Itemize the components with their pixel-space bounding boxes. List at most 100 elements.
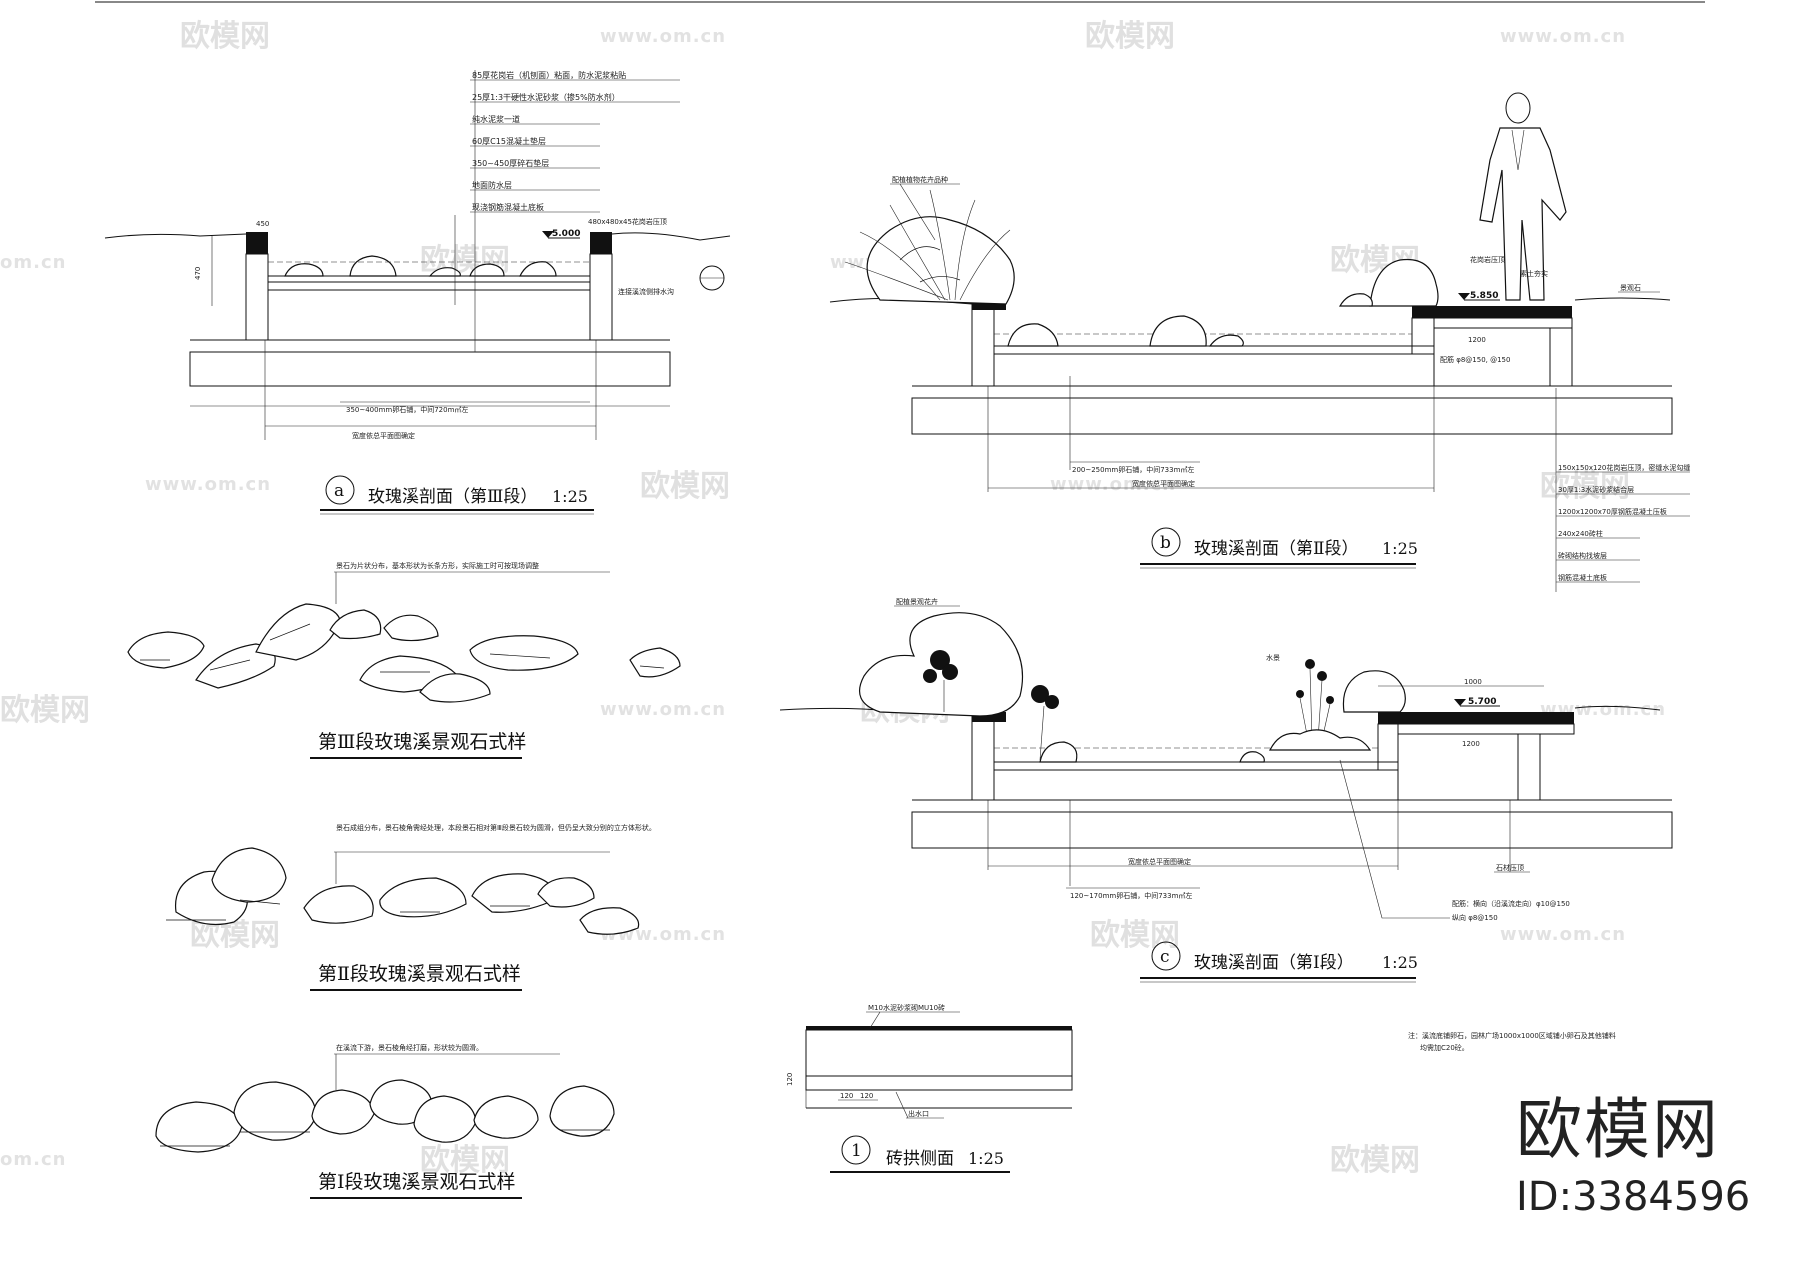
material-label: M10水泥砂浆砌MU10砖 bbox=[868, 1003, 945, 1012]
rock bbox=[549, 1085, 615, 1137]
section-scale: 1:25 bbox=[1382, 539, 1418, 558]
layer-note: 85厚花岗岩（机刨面）粘面，防水泥浆粘贴 bbox=[472, 70, 626, 80]
elevation-triangle-icon bbox=[1454, 699, 1466, 706]
rock-sample-note: 景石成组分布，景石棱角需经处理，本段景石相对第Ⅲ段景石较为圆滑，但仍呈大致分别的… bbox=[336, 823, 656, 832]
rock bbox=[579, 907, 640, 935]
rock-sample-section-1: 在溪流下游，景石棱角经打磨，形状较为圆滑。 第Ⅰ段玫瑰溪景观石式样 bbox=[155, 1043, 615, 1199]
brick-pier bbox=[1517, 733, 1541, 801]
dim-left-value: 470 bbox=[194, 267, 202, 280]
boulder-right bbox=[1342, 670, 1406, 713]
section-marker-letter: c bbox=[1160, 947, 1170, 967]
dim-width-value: 宽度依总平面图确定 bbox=[352, 431, 415, 440]
grass-plant-icon bbox=[844, 189, 1011, 301]
svg-text:欧模网: 欧模网 bbox=[1090, 918, 1180, 953]
brick-wall-left bbox=[245, 253, 269, 341]
ground-line-left bbox=[104, 233, 247, 239]
water-feature-label: 水景 bbox=[1266, 653, 1280, 662]
reinforcement-note: 配筋：横向（沿溪流走向）φ10@150 bbox=[1452, 899, 1570, 908]
note-leader bbox=[899, 183, 936, 241]
dim-left-value: 120 bbox=[786, 1073, 794, 1086]
section-c-drawing: 配植景观花卉 水景 5.700 1000 1200 石材压顶 宽度依总平面图确定… bbox=[779, 597, 1673, 1052]
svg-text:www.om.cn: www.om.cn bbox=[145, 474, 271, 495]
brand-id: ID:3384596 bbox=[1516, 1174, 1750, 1220]
rock bbox=[473, 1095, 539, 1139]
note-leader bbox=[1339, 759, 1450, 919]
layer-note: 纯水泥浆一道 bbox=[472, 114, 520, 124]
section-scale: 1:25 bbox=[968, 1149, 1004, 1168]
pool-rock bbox=[1239, 751, 1265, 763]
layer-notes-b: 150x150x120花岗岩压顶，密缝水泥勾缝 30厚1:3水泥砂浆结合层 12… bbox=[1556, 463, 1690, 583]
svg-text:欧模网: 欧模网 bbox=[180, 19, 270, 54]
section-title: 砖拱侧面 bbox=[886, 1149, 954, 1169]
rock-sample-section-3: 景石为片状分布，基本形状为长条方形，实际施工时可按现场调整 第Ⅲ段玫瑰溪景观石式… bbox=[127, 561, 681, 759]
ground-line-right bbox=[1574, 297, 1671, 301]
dim-width-value: 宽度依总平面图确定 bbox=[1128, 857, 1191, 866]
pebble bbox=[469, 263, 505, 277]
layer-note: 砖砌结构找坡层 bbox=[1558, 551, 1607, 560]
rock-shading bbox=[140, 623, 665, 673]
coping-left bbox=[972, 712, 1006, 722]
slab-layer bbox=[1433, 317, 1573, 329]
layer-note: 现浇钢筋混凝土底板 bbox=[472, 202, 544, 212]
pebble bbox=[284, 263, 324, 277]
brick-base bbox=[993, 769, 1399, 801]
foundation-slab bbox=[911, 811, 1673, 849]
elevation-value: 5.850 bbox=[1470, 291, 1498, 301]
screed-layer bbox=[267, 275, 591, 283]
note-leader bbox=[895, 1091, 909, 1119]
rock-sample-note: 在溪流下游，景石棱角经打磨，形状较为圆滑。 bbox=[336, 1043, 483, 1052]
outlet-label: 出水口 bbox=[908, 1109, 929, 1118]
boulder-right bbox=[1369, 258, 1439, 307]
section-marker-circle bbox=[325, 475, 355, 505]
layer-note: 240x240砖柱 bbox=[1558, 529, 1603, 538]
general-note: 均需加C20砼。 bbox=[1420, 1043, 1469, 1052]
rock bbox=[469, 635, 579, 671]
plant-note: 配植景观花卉 bbox=[896, 597, 938, 606]
side-note-label: 连接溪流侧排水沟 bbox=[618, 287, 674, 296]
svg-text:欧模网: 欧模网 bbox=[1330, 1143, 1420, 1178]
rock-sample-caption: 第Ⅲ段玫瑰溪景观石式样 bbox=[318, 731, 526, 753]
dim-value: 120 bbox=[860, 1092, 873, 1100]
layer-note: 钢筋混凝土底板 bbox=[1558, 573, 1607, 582]
rock bbox=[127, 631, 205, 669]
watermark-logo-10: 欧模网 www.om.cn bbox=[1090, 918, 1626, 953]
coping-left bbox=[246, 232, 268, 254]
reinforcement-note: 配筋 φ8@150, @150 bbox=[1440, 355, 1510, 364]
brick-base bbox=[993, 353, 1435, 387]
coping-right bbox=[1378, 712, 1574, 724]
layer-note: 地面防水层 bbox=[472, 180, 512, 190]
human-scale-figure-icon bbox=[1479, 92, 1567, 301]
svg-text:欧模网: 欧模网 bbox=[420, 1143, 510, 1178]
plant-note: 配植植物花卉品种 bbox=[892, 175, 948, 184]
layer-note: 30厚1:3水泥砂浆结合层 bbox=[1558, 485, 1634, 494]
section-marker-letter: b bbox=[1160, 533, 1171, 553]
note-leader bbox=[869, 1011, 881, 1029]
svg-text:www.om.cn: www.om.cn bbox=[1500, 924, 1626, 945]
elevation-triangle-icon bbox=[1458, 293, 1470, 300]
pool-rock bbox=[1149, 315, 1207, 347]
rock bbox=[419, 673, 491, 703]
svg-text:www.om.cn: www.om.cn bbox=[1500, 26, 1626, 47]
dim-top-value: 450 bbox=[256, 220, 269, 228]
pool-rock bbox=[1007, 323, 1059, 347]
gravel-layer bbox=[993, 761, 1399, 771]
svg-text:欧模网: 欧模网 bbox=[1540, 469, 1630, 504]
svg-text:欧模网: 欧模网 bbox=[1085, 19, 1175, 54]
brick-wall-right bbox=[589, 253, 613, 341]
watermark-logo-2: 欧模网 www.om.cn bbox=[1085, 19, 1626, 54]
section-marker-circle bbox=[841, 1135, 871, 1165]
rock-sample-caption: 第Ⅰ段玫瑰溪景观石式样 bbox=[318, 1171, 516, 1193]
reinforcement-note: 纵向 φ8@150 bbox=[1452, 913, 1498, 922]
coping-strip bbox=[806, 1026, 1072, 1030]
foundation-slab bbox=[911, 397, 1673, 435]
dim-bottom-value: 200~250mm卵石铺，中间733m㎡左 bbox=[1072, 465, 1194, 474]
layer-note: 350~450厚碎石垫层 bbox=[472, 158, 549, 168]
dim-mid-value: 1200 bbox=[1468, 336, 1486, 344]
rock bbox=[383, 614, 439, 642]
ground-line-right bbox=[611, 232, 731, 241]
shrub-plant-icon bbox=[923, 650, 1059, 761]
